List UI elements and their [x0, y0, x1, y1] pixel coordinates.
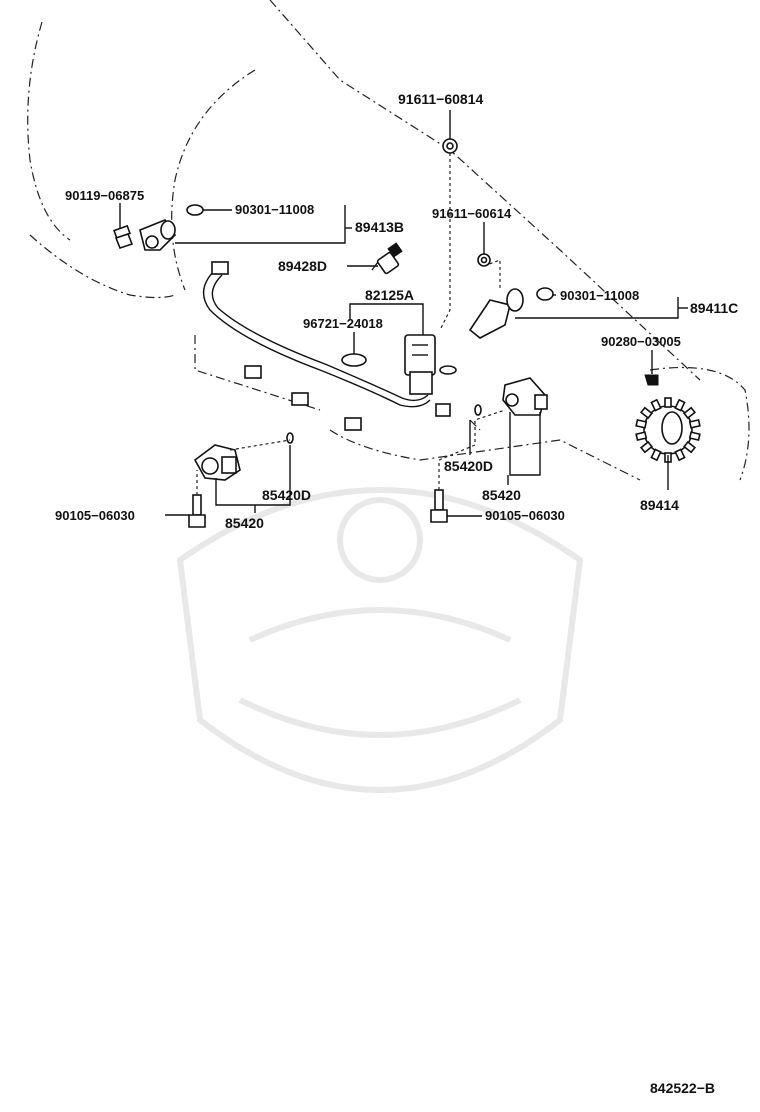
gear-tooth [650, 398, 662, 412]
label-90301-11008-left: 90301−11008 [235, 202, 314, 217]
solenoid-85420-left [193, 432, 294, 481]
sensor-89413B [139, 204, 204, 251]
label-85420D-left: 85420D [262, 487, 311, 503]
nut-91611-60814 [442, 138, 458, 154]
diagram-id: 842522−B [650, 1080, 715, 1096]
label-85420-left: 85420 [225, 515, 264, 531]
sensor-89411C [468, 287, 554, 339]
label-91611-60614: 91611−60614 [432, 206, 512, 221]
label-90280-03005: 90280−03005 [601, 334, 681, 349]
label-90105-06030-left: 90105−06030 [55, 508, 135, 523]
bolt-90105-06030-left [188, 494, 206, 528]
gear-tooth [682, 440, 697, 454]
label-85420-right: 85420 [482, 487, 521, 503]
label-82125A: 82125A [365, 287, 414, 303]
leader-lines [119, 110, 688, 517]
bolt-90105-06030-right [430, 489, 448, 523]
transmission-outline [27, 0, 750, 481]
grommet-96721-24018 [341, 353, 367, 367]
gear-tooth [635, 431, 648, 442]
gear-tooth [682, 406, 697, 420]
sensor-89428D [371, 242, 403, 275]
gear-tooth [688, 431, 701, 442]
watermark-emblem [176, 487, 584, 793]
gear-tooth [639, 406, 654, 420]
nut-91611-60614 [477, 253, 491, 267]
solenoid-85420-right [474, 377, 548, 416]
gear-tooth [688, 418, 701, 429]
label-90301-11008-right: 90301−11008 [560, 288, 639, 303]
label-85420D-right: 85420D [444, 458, 493, 474]
wire-harness-82125A [202, 261, 457, 431]
label-89414: 89414 [640, 497, 679, 513]
gear-tooth [674, 448, 686, 462]
label-96721-24018: 96721−24018 [303, 316, 383, 331]
gear-89414 [635, 397, 701, 463]
label-89411C: 89411C [690, 300, 738, 316]
gear-tooth [674, 398, 686, 412]
label-91611-60814: 91611−60814 [398, 91, 483, 107]
label-90105-06030-right: 90105−06030 [485, 508, 565, 523]
label-89428D: 89428D [278, 258, 327, 274]
label-89413B: 89413B [355, 219, 404, 235]
label-90119-06875: 90119−06875 [65, 188, 144, 203]
gear-tooth [635, 418, 648, 429]
gear-tooth [650, 448, 662, 462]
bolt-90119-06875 [113, 224, 134, 249]
key-90280-03005 [644, 374, 659, 386]
gear-tooth [664, 397, 672, 408]
part-labels: 91611−60814 90119−06875 90301−11008 8941… [55, 91, 738, 1096]
gear-tooth [639, 440, 654, 454]
